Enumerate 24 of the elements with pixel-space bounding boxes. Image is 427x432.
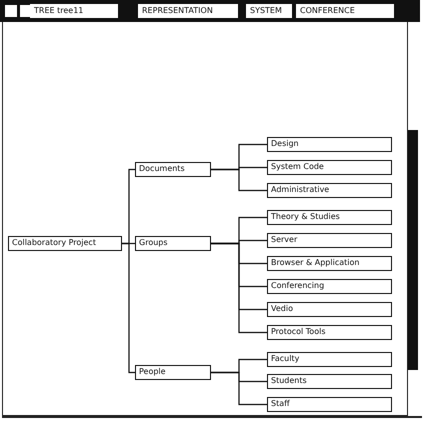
tree-node-box: Design xyxy=(267,137,392,152)
tree-connector xyxy=(211,242,267,334)
tree-connector xyxy=(122,242,135,374)
tree-node-box: Groups xyxy=(135,236,211,251)
tree-node-box: Browser & Application xyxy=(267,256,392,271)
tree-connector xyxy=(211,372,267,406)
menu-tab: TREE tree11 xyxy=(30,4,118,18)
menu-tab: REPRESENTATION xyxy=(138,4,238,18)
tree-node-box: Administrative xyxy=(267,183,392,198)
menu-tab: CONFERENCE xyxy=(296,4,394,18)
tree-node-box: Collaboratory Project xyxy=(8,236,122,251)
tree-node-box: Faculty xyxy=(267,352,392,367)
tree-node-box: System Code xyxy=(267,160,392,175)
tree-connector xyxy=(211,168,267,192)
tree-node-box: Vedio xyxy=(267,302,392,317)
menu-tab: SYSTEM xyxy=(246,4,292,18)
tree-node-box: Protocol Tools xyxy=(267,325,392,340)
tree-node-box: Students xyxy=(267,374,392,389)
tree-node-box: Documents xyxy=(135,162,211,177)
tree-node-box: People xyxy=(135,365,211,380)
tree-node-box: Theory & Studies xyxy=(267,210,392,225)
tree-node-box: Conferencing xyxy=(267,279,392,294)
tree-node-box: Server xyxy=(267,233,392,248)
tree-node-box: Staff xyxy=(267,397,392,412)
